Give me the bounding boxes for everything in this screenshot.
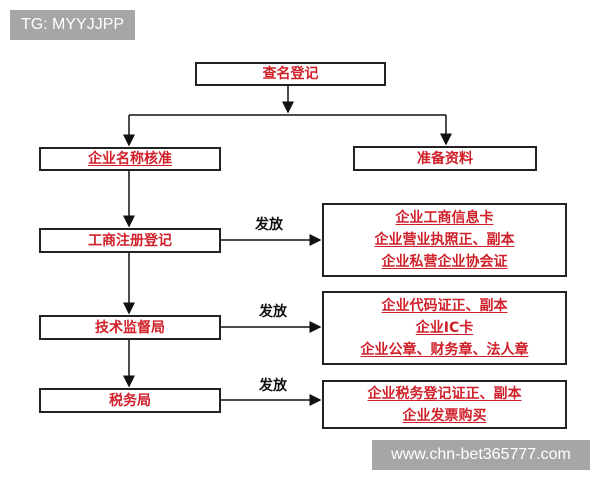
output-item: 企业私营企业协会证 — [381, 254, 508, 270]
output-box-supervision: 企业代码证正、副本 企业IC卡 企业公章、财务章、法人章 — [322, 291, 567, 365]
node-name-approval: 企业名称核准 — [39, 147, 221, 171]
node-quality-supervision: 技术监督局 — [39, 315, 221, 340]
watermark-top-left: TG: MYYJJPP — [10, 10, 135, 40]
output-item: 企业工商信息卡 — [395, 210, 494, 226]
node-prepare-documents: 准备资料 — [353, 146, 537, 171]
output-item: 企业发票购买 — [402, 407, 487, 424]
edge-label-issue: 发放 — [259, 304, 287, 320]
node-tax-bureau: 税务局 — [39, 388, 221, 413]
node-label: 技术监督局 — [95, 319, 165, 336]
output-box-tax: 企业税务登记证正、副本 企业发票购买 — [322, 380, 567, 429]
output-item: 企业营业执照正、副本 — [374, 232, 515, 248]
output-item: 企业税务登记证正、副本 — [367, 385, 522, 402]
node-label: 工商注册登记 — [88, 232, 172, 249]
edge-label-issue: 发放 — [255, 217, 283, 233]
node-label: 准备资料 — [417, 150, 473, 167]
edge-label-issue: 发放 — [259, 378, 287, 394]
node-label: 税务局 — [109, 392, 151, 409]
output-item: 企业代码证正、副本 — [381, 298, 508, 314]
output-item: 企业公章、财务章、法人章 — [360, 342, 529, 358]
node-name-search: 查名登记 — [195, 62, 386, 86]
node-business-registration: 工商注册登记 — [39, 228, 221, 253]
watermark-bottom-right: www.chn-bet365777.com — [372, 440, 590, 470]
output-box-registration: 企业工商信息卡 企业营业执照正、副本 企业私营企业协会证 — [322, 203, 567, 277]
output-item: 企业IC卡 — [415, 320, 474, 336]
node-label: 企业名称核准 — [88, 151, 172, 167]
node-label: 查名登记 — [262, 66, 319, 82]
